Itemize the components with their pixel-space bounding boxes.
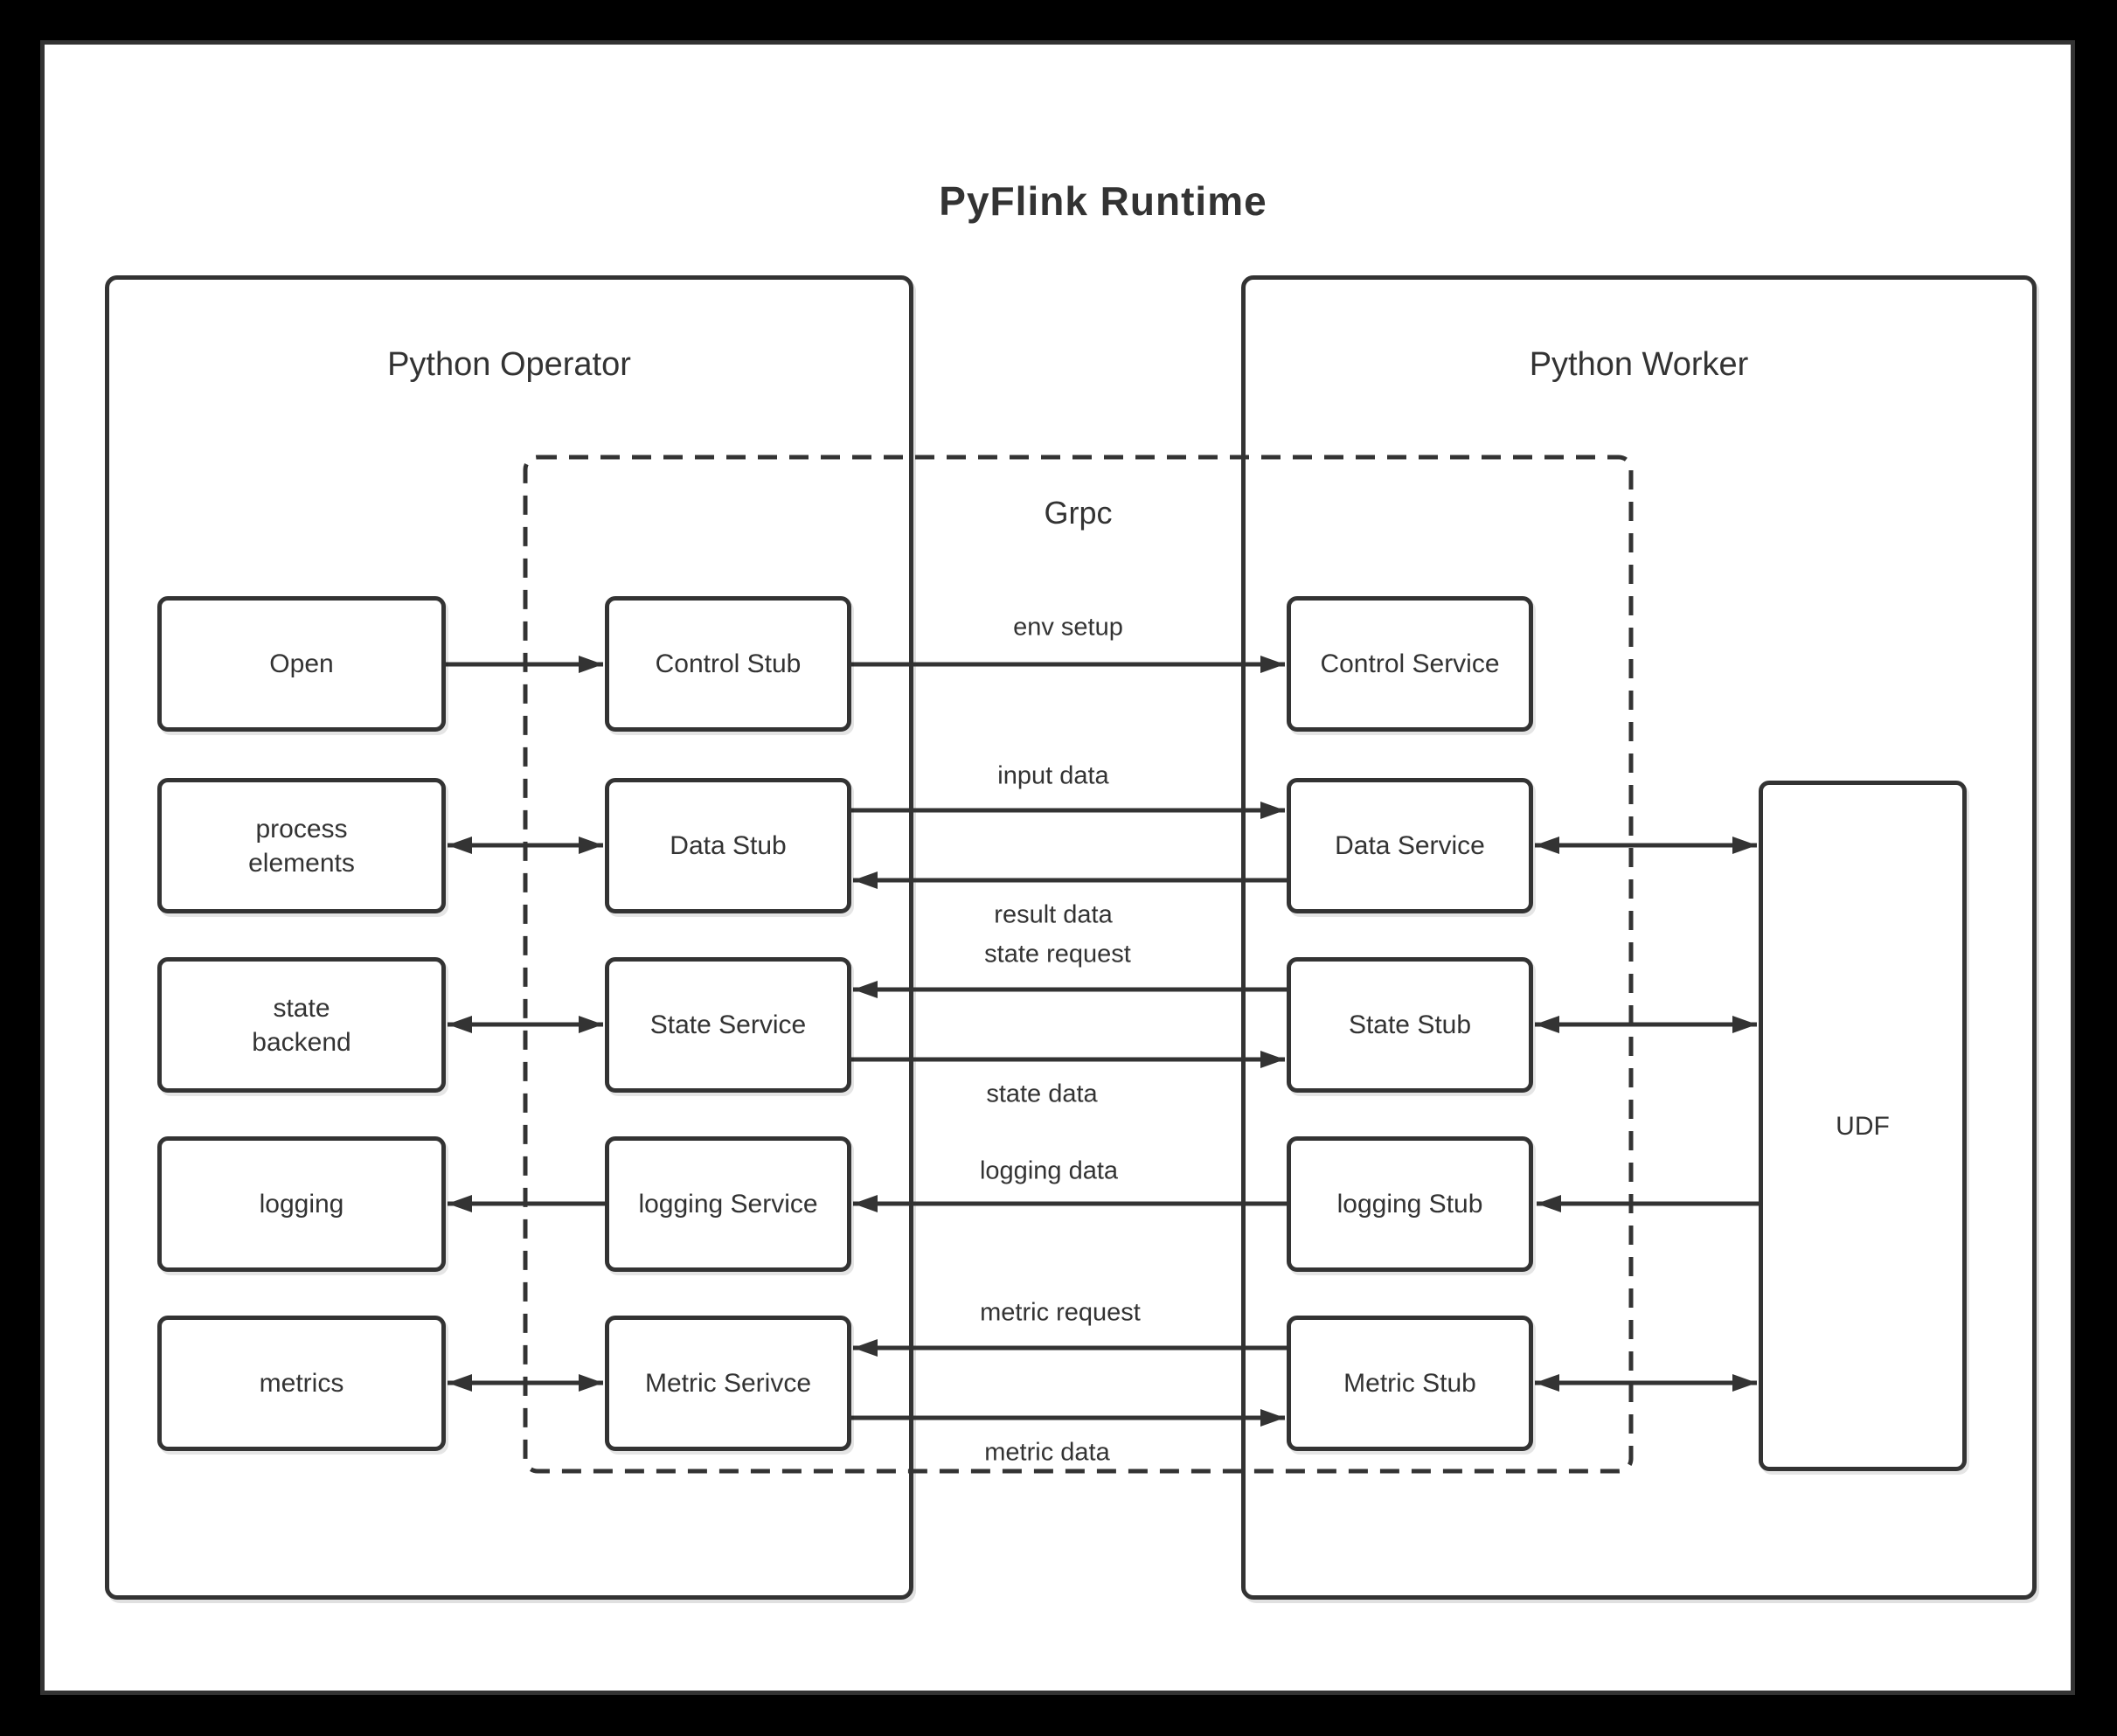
- node-control-stub: Control Stub: [605, 596, 851, 732]
- edge-label-state-request: state request: [984, 940, 1131, 969]
- node-control-service: Control Service: [1287, 596, 1533, 732]
- edge-label-metric-data: metric data: [984, 1438, 1110, 1467]
- edge-label-logging-data: logging data: [979, 1156, 1119, 1185]
- node-data-stub: Data Stub: [605, 778, 851, 913]
- node-metric-stub: Metric Stub: [1287, 1316, 1533, 1451]
- edge-label-result-data: result data: [994, 900, 1113, 929]
- edge-label-env-setup: env setup: [1013, 613, 1123, 642]
- node-logging-stub: logging Stub: [1287, 1136, 1533, 1272]
- node-metric-service: Metric Serivce: [605, 1316, 851, 1451]
- node-open: Open: [157, 596, 446, 732]
- container-python-worker-label: Python Worker: [1529, 346, 1749, 383]
- container-grpc-label: Grpc: [1044, 495, 1113, 531]
- node-metrics: metrics: [157, 1316, 446, 1451]
- container-python-operator-label: Python Operator: [387, 346, 631, 383]
- node-state-service: State Service: [605, 957, 851, 1093]
- node-state-stub: State Stub: [1287, 957, 1533, 1093]
- node-logging-service: logging Service: [605, 1136, 851, 1272]
- node-data-service: Data Service: [1287, 778, 1533, 913]
- edge-label-metric-request: metric request: [980, 1298, 1141, 1327]
- diagram-title: PyFlink Runtime: [939, 178, 1267, 224]
- edge-label-input-data: input data: [997, 761, 1109, 790]
- node-process-elements: process elements: [157, 778, 446, 913]
- node-udf: UDF: [1759, 781, 1967, 1471]
- node-logging: logging: [157, 1136, 446, 1272]
- node-state-backend: state backend: [157, 957, 446, 1093]
- edge-label-state-data: state data: [986, 1080, 1098, 1108]
